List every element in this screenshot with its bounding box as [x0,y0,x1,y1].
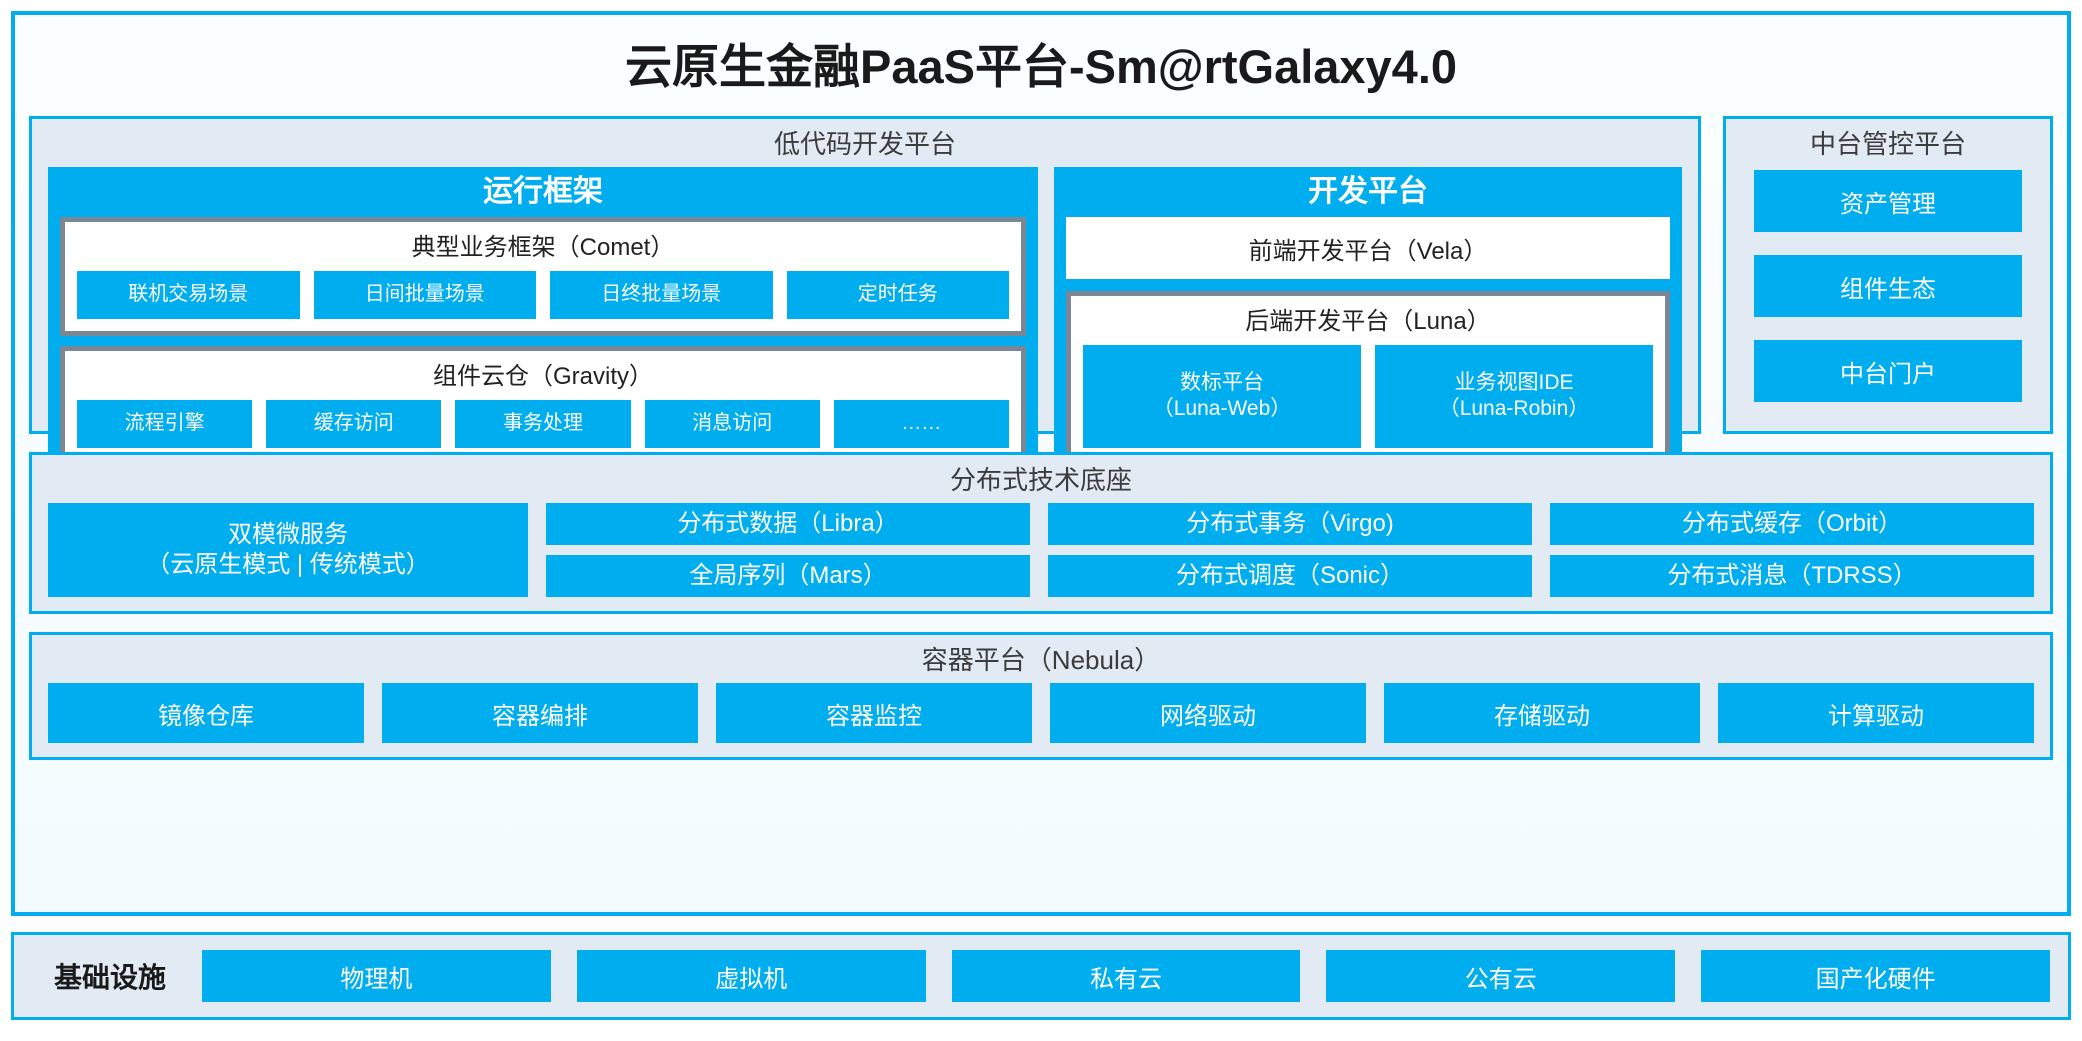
tech-base-heading: 分布式技术底座 [949,465,1132,495]
tech-tile-distributed-transaction-virgo[interactable]: 分布式事务（Virgo) [1048,503,1532,545]
container-item-monitoring[interactable]: 容器监控 [716,683,1032,743]
page-title: 云原生金融PaaS平台-Sm@rtGalaxy4.0 [624,40,1458,93]
gravity-group: 组件云仓（Gravity） 流程引擎 缓存访问 事务处理 消息访问 …… [60,345,1026,465]
dual-mode-microservice-sublabel: （云原生模式 | 传统模式） [146,551,430,578]
luna-robin-label: 业务视图IDE [1454,370,1574,394]
tech-base-grid: 双模微服务 （云原生模式 | 传统模式） 分布式数据（Libra） 全局序列（M… [48,503,2034,597]
luna-chip-row: 数标平台 （Luna-Web） 业务视图IDE （Luna-Robin） [1083,344,1653,448]
infrastructure-item-domestic-hardware[interactable]: 国产化硬件 [1701,950,2050,1002]
infrastructure-item-list: 物理机 虚拟机 私有云 公有云 国产化硬件 [202,950,2050,1002]
gravity-chip-row: 流程引擎 缓存访问 事务处理 消息访问 …… [77,399,1010,448]
luna-group: 后端开发平台（Luna） 数标平台 （Luna-Web） [1066,291,1670,465]
luna-web-label: 数标平台 [1179,370,1264,394]
tech-column-transaction: 分布式事务（Virgo) 分布式调度（Sonic） [1048,503,1532,597]
platform-frame: 云原生金融PaaS平台-Sm@rtGalaxy4.0 低代码开发平台 运行框架 … [11,11,2071,916]
management-item-component-ecosystem[interactable]: 组件生态 [1754,255,2022,317]
gravity-item-cache-access[interactable]: 缓存访问 [266,399,442,448]
tech-tile-distributed-data-libra[interactable]: 分布式数据（Libra） [546,503,1030,545]
container-platform-row: 镜像仓库 容器编排 容器监控 网络驱动 存储驱动 计算驱动 [48,683,2034,743]
tech-tile-distributed-cache-orbit[interactable]: 分布式缓存（Orbit） [1550,503,2034,545]
comet-group-title: 典型业务框架（Comet） [411,234,675,261]
lowcode-platform-heading: 低代码开发平台 [773,129,956,159]
container-platform-panel: 容器平台（Nebula） 镜像仓库 容器编排 容器监控 网络驱动 存储驱动 计算… [29,632,2053,760]
infrastructure-item-virtual-machine[interactable]: 虚拟机 [576,950,926,1002]
management-platform-panel: 中台管控平台 资产管理 组件生态 中台门户 [1723,116,2053,434]
infrastructure-panel: 基础设施 物理机 虚拟机 私有云 公有云 国产化硬件 [11,932,2071,1020]
container-item-compute-driver[interactable]: 计算驱动 [1718,683,2034,743]
tech-tile-distributed-message-tdrss[interactable]: 分布式消息（TDRSS） [1550,555,2034,597]
container-item-image-registry[interactable]: 镜像仓库 [48,683,364,743]
comet-item-eod-batch[interactable]: 日终批量场景 [550,270,773,319]
luna-web-sublabel: （Luna-Web） [1152,397,1292,421]
comet-chip-row: 联机交易场景 日间批量场景 日终批量场景 定时任务 [77,270,1009,319]
infrastructure-item-physical-machine[interactable]: 物理机 [202,950,551,1002]
container-platform-heading: 容器平台（Nebula） [921,645,1161,675]
luna-group-title: 后端开发平台（Luna） [1245,308,1491,335]
tech-tile-global-sequence-mars[interactable]: 全局序列（Mars） [546,555,1030,597]
gravity-item-more[interactable]: …… [833,399,1010,448]
luna-item-luna-robin[interactable]: 业务视图IDE （Luna-Robin） [1375,344,1653,448]
container-item-storage-driver[interactable]: 存储驱动 [1384,683,1700,743]
lowcode-platform-panel: 低代码开发平台 运行框架 典型业务框架（Comet） 联机交易场景 日间批量场景… [29,116,1701,477]
upper-region: 低代码开发平台 运行框架 典型业务框架（Comet） 联机交易场景 日间批量场景… [29,116,2053,477]
container-item-network-driver[interactable]: 网络驱动 [1050,683,1366,743]
development-platform-title: 开发平台 [1308,175,1428,208]
frontend-platform-vela[interactable]: 前端开发平台（Vela） [1066,217,1670,279]
infrastructure-label: 基础设施 [54,962,167,993]
infrastructure-item-private-cloud[interactable]: 私有云 [951,950,1301,1002]
management-item-portal[interactable]: 中台门户 [1754,340,2022,402]
gravity-item-transaction-processing[interactable]: 事务处理 [455,399,631,448]
tech-tile-distributed-schedule-sonic[interactable]: 分布式调度（Sonic） [1048,555,1532,597]
comet-item-scheduled-task[interactable]: 定时任务 [786,270,1009,319]
tech-column-data: 分布式数据（Libra） 全局序列（Mars） [546,503,1030,597]
dual-mode-microservice-label: 双模微服务 [228,521,348,548]
gravity-group-title: 组件云仓（Gravity） [432,362,653,390]
tech-base-panel: 分布式技术底座 双模微服务 （云原生模式 | 传统模式） 分布式数据（Libra… [29,452,2053,614]
comet-item-intraday-batch[interactable]: 日间批量场景 [313,270,536,319]
runtime-framework-title: 运行框架 [483,175,603,208]
gravity-item-message-access[interactable]: 消息访问 [644,399,820,448]
management-platform-heading: 中台管控平台 [1809,129,1966,159]
container-item-orchestration[interactable]: 容器编排 [382,683,698,743]
lowcode-columns: 运行框架 典型业务框架（Comet） 联机交易场景 日间批量场景 日终批量场景 … [48,167,1682,477]
development-platform-card: 开发平台 前端开发平台（Vela） 后端开发平台（Luna） 数标平台 （Lun… [1054,167,1682,477]
comet-group: 典型业务框架（Comet） 联机交易场景 日间批量场景 日终批量场景 定时任务 [60,217,1026,336]
luna-item-luna-web[interactable]: 数标平台 （Luna-Web） [1083,344,1361,448]
infrastructure-item-public-cloud[interactable]: 公有云 [1326,950,1676,1002]
comet-item-online-transaction[interactable]: 联机交易场景 [77,270,300,319]
tech-column-cache: 分布式缓存（Orbit） 分布式消息（TDRSS） [1550,503,2034,597]
tech-column-microservice: 双模微服务 （云原生模式 | 传统模式） [48,503,528,597]
management-item-list: 资产管理 组件生态 中台门户 [1754,167,2022,413]
runtime-framework-card: 运行框架 典型业务框架（Comet） 联机交易场景 日间批量场景 日终批量场景 … [48,167,1038,477]
tech-tile-dual-mode-microservice[interactable]: 双模微服务 （云原生模式 | 传统模式） [48,503,528,597]
luna-robin-sublabel: （Luna-Robin） [1438,397,1590,421]
gravity-item-process-engine[interactable]: 流程引擎 [77,399,253,448]
management-item-asset-management[interactable]: 资产管理 [1754,170,2022,232]
